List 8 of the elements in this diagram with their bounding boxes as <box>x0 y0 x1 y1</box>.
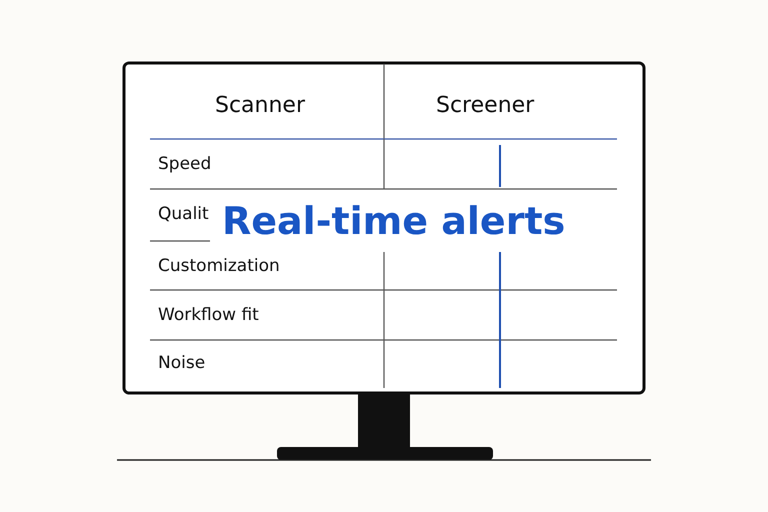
row-label: Speed <box>158 156 212 173</box>
column-header: Scanner <box>215 95 306 117</box>
overlay-heading: Real-time alerts <box>222 202 566 240</box>
row-label: Noise <box>158 355 206 372</box>
row-label: Customization <box>158 258 280 275</box>
row-label: Qualit <box>158 206 209 223</box>
column-header: Screener <box>436 95 534 117</box>
row-label: Workflow fit <box>158 307 259 324</box>
